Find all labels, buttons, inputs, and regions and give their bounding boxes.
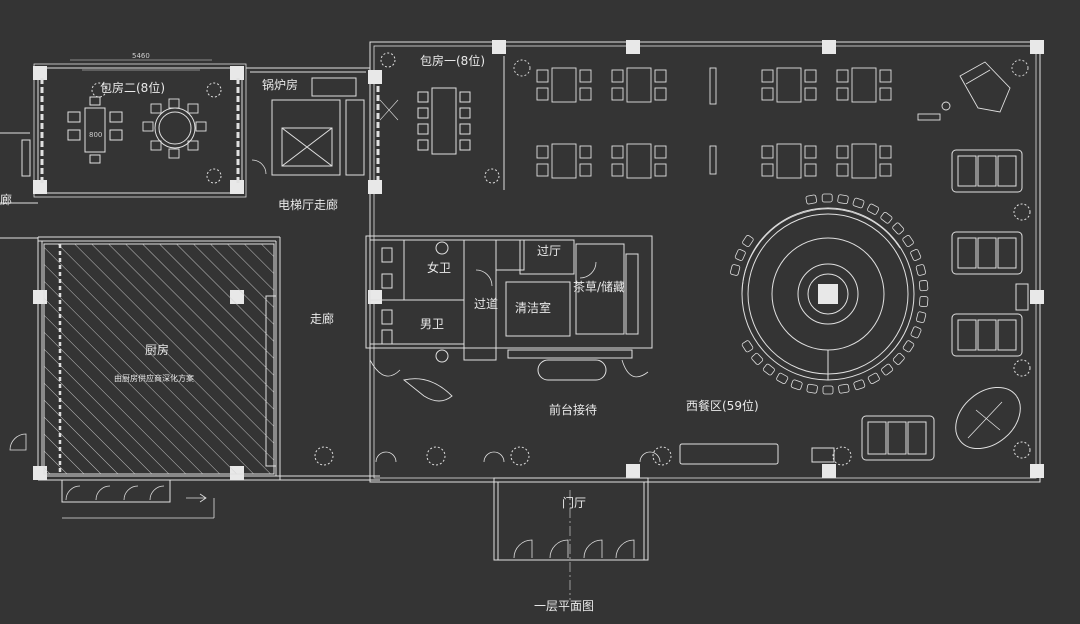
dining-tables (513, 59, 1029, 179)
boiler-room-stair (251, 77, 365, 176)
banquet-chair (919, 295, 929, 308)
drawing-title: 一层平面图 (534, 599, 595, 613)
corridor-label: 走廊 (310, 312, 335, 326)
banquet-chair (821, 193, 833, 203)
reception-label: 前台接待 (549, 403, 598, 417)
banquet-chair (822, 385, 834, 395)
banquet-chair (916, 311, 927, 323)
passage-label: 过道 (474, 297, 499, 311)
banquet-chair (734, 249, 746, 261)
boiler-room-label: 锅炉房 (262, 78, 299, 92)
outer-walls (0, 41, 1041, 483)
kitchen-hatch (44, 244, 274, 474)
kitchen-note: 由厨房供应商深化方案 (114, 374, 194, 383)
tea-storage-label: 茶草/储藏 (573, 280, 626, 294)
table-size-mark: 800 (89, 131, 103, 139)
banquet-chair (730, 264, 741, 276)
banquet-chair (892, 352, 905, 365)
left-corridor-label: 廊 (0, 193, 13, 207)
banquet-chair (806, 383, 818, 394)
banquet-chair (918, 280, 929, 292)
private-room-two-label: 包房二(8位) (100, 81, 165, 95)
dimension-label: 5460 (132, 52, 150, 60)
banquet-chair (852, 197, 865, 209)
banquet-chair (762, 363, 775, 376)
banquet-chair (910, 326, 922, 339)
cleaning-room-label: 清洁室 (515, 301, 552, 315)
entrance-foyer (9, 139, 1021, 600)
banquet-chair (867, 203, 880, 215)
private-room-two-furniture (40, 69, 240, 185)
banquet-chair (837, 194, 849, 205)
foyer-label: 门厅 (562, 496, 587, 510)
banquet-chair (805, 194, 818, 205)
banquet-chair (892, 222, 905, 235)
mens-restroom-label: 男卫 (420, 317, 445, 331)
banquet-chair (742, 234, 754, 248)
banquet-chair (741, 340, 754, 353)
womens-restroom-label: 女卫 (427, 261, 452, 275)
kitchen-label: 厨房 (145, 343, 170, 357)
banquet-chair (881, 363, 894, 376)
banquet-chair (853, 379, 866, 391)
banquet-chair (751, 352, 764, 365)
banquet-chair (902, 234, 914, 248)
private-room-one-label: 包房一(8位) (420, 54, 485, 68)
private-room-one-furniture (376, 52, 505, 190)
banquet-chair (838, 383, 850, 394)
banquet-chair (790, 379, 803, 391)
banquet-chair (867, 372, 880, 384)
banquet-chair (880, 211, 893, 224)
banquet-chair (776, 372, 789, 384)
banquet-chair (915, 264, 926, 276)
banquet-chair (910, 249, 922, 261)
vestibule-label: 过厅 (537, 244, 562, 258)
elevator-hall-corridor-label: 电梯厅走廊 (278, 198, 339, 212)
sofa-booths (861, 149, 1031, 461)
restroom-block (365, 235, 653, 402)
banquet-chair (902, 340, 915, 353)
western-dining-label: 西餐区(59位) (686, 399, 759, 413)
round-banquet-seating (730, 193, 929, 395)
